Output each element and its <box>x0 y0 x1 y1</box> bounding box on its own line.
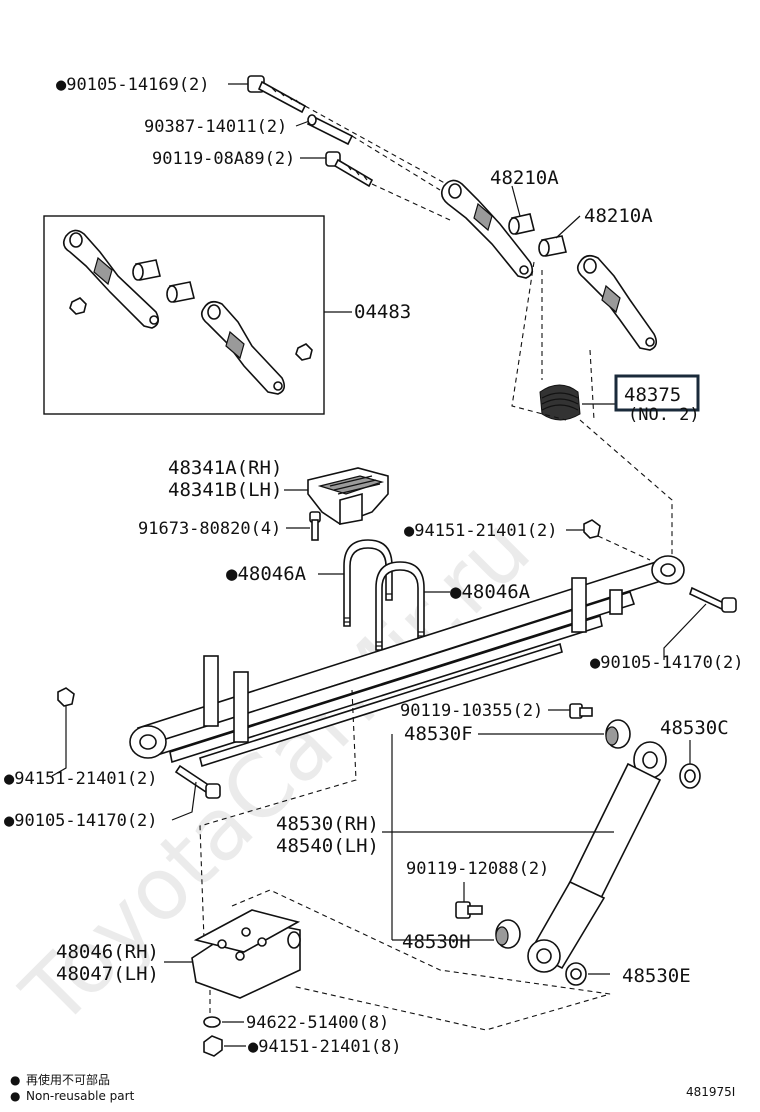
washer-94622-51400[interactable] <box>203 1016 244 1028</box>
kit-nut-b[interactable] <box>295 343 313 361</box>
diagram-code: 481975I <box>686 1085 735 1099</box>
legend-text-cn: 再使用不可部品 <box>26 1072 110 1087</box>
kit-box-04483 <box>43 215 325 415</box>
highlight-box-48375 <box>614 374 700 412</box>
bushing-48530H[interactable] <box>495 919 521 949</box>
label-90105-14169[interactable]: ●90105-14169(2) <box>56 75 210 95</box>
label-48530C[interactable]: 48530C <box>660 717 729 739</box>
label-90105-14170-right[interactable]: ●90105-14170(2) <box>590 653 744 673</box>
kit-shackle-right[interactable] <box>200 300 286 395</box>
label-48341A[interactable]: 48341A(RH) <box>168 457 282 479</box>
legend-symbol-en: ● <box>10 1089 20 1103</box>
kit-bushing-a[interactable] <box>132 259 161 281</box>
shackle-48210A-left[interactable] <box>440 179 534 279</box>
bolt-90105-14169[interactable] <box>228 75 307 114</box>
bushing-48210A-b[interactable] <box>538 235 567 257</box>
kit-shackle-left[interactable] <box>62 229 160 329</box>
label-48375-note: (NO. 2) <box>628 405 700 425</box>
label-90119-08A89[interactable]: 90119-08A89(2) <box>152 149 295 169</box>
sleeve-90387-14011[interactable] <box>295 114 354 146</box>
label-48046-rh[interactable]: 48046(RH) <box>56 941 159 963</box>
label-48210A-top[interactable]: 48210A <box>490 167 559 189</box>
shackle-48210A-right[interactable] <box>576 254 658 351</box>
label-48341B[interactable]: 48341B(LH) <box>168 479 282 501</box>
label-90119-10355[interactable]: 90119-10355(2) <box>400 701 543 721</box>
bushing-48210A-a[interactable] <box>508 213 535 235</box>
nut-94151-21401-bottom[interactable] <box>203 1035 246 1057</box>
label-90387-14011[interactable]: 90387-14011(2) <box>144 117 287 137</box>
label-91673-80820[interactable]: 91673-80820(4) <box>138 519 281 539</box>
shock-absorber-48530[interactable] <box>527 741 667 973</box>
label-48530H[interactable]: 48530H <box>402 931 471 953</box>
bushing-48530F[interactable] <box>605 719 631 749</box>
bolt-91673-80820[interactable] <box>286 511 321 541</box>
label-94151-21401-top[interactable]: ●94151-21401(2) <box>404 521 558 541</box>
label-48530-rh[interactable]: 48530(RH) <box>276 813 379 835</box>
u-bolt-48046A-left[interactable] <box>343 539 393 627</box>
washer-48530C[interactable] <box>679 763 701 789</box>
label-48046A-left[interactable]: ●48046A <box>226 563 307 585</box>
label-48210A-right[interactable]: 48210A <box>584 205 653 227</box>
label-48047-lh[interactable]: 48047(LH) <box>56 963 159 985</box>
legend-text-en: Non-reusable part <box>26 1089 135 1103</box>
label-94151-21401-bottom[interactable]: ●94151-21401(8) <box>248 1037 402 1057</box>
kit-bushing-b[interactable] <box>166 281 195 303</box>
label-94622-51400[interactable]: 94622-51400(8) <box>246 1013 389 1033</box>
label-90105-14170-left[interactable]: ●90105-14170(2) <box>4 811 158 831</box>
kit-nut-a[interactable] <box>69 297 87 315</box>
leaf-spring[interactable] <box>129 555 685 768</box>
bolt-90105-14170-left[interactable] <box>174 764 221 799</box>
label-48530F[interactable]: 48530F <box>404 723 473 745</box>
bolt-90119-10355[interactable] <box>548 703 593 719</box>
bolt-90119-08A89[interactable] <box>300 151 374 188</box>
label-90119-12088[interactable]: 90119-12088(2) <box>406 859 549 879</box>
nut-94151-21401-left[interactable] <box>57 687 75 707</box>
bolt-90105-14170-right[interactable] <box>689 586 737 613</box>
label-04483[interactable]: 04483 <box>354 301 411 323</box>
label-48540-lh[interactable]: 48540(LH) <box>276 835 379 857</box>
spring-seat-48341[interactable] <box>307 467 389 525</box>
label-48046A-right[interactable]: ●48046A <box>450 581 531 603</box>
bump-stopper-48375[interactable] <box>539 384 581 421</box>
label-48375[interactable]: 48375 <box>624 384 681 406</box>
washer-48530E[interactable] <box>565 962 587 986</box>
nut-94151-21401-top[interactable] <box>566 519 601 539</box>
label-94151-21401-left[interactable]: ●94151-21401(2) <box>4 769 158 789</box>
label-48530E[interactable]: 48530E <box>622 965 691 987</box>
spring-plate-48046[interactable] <box>191 909 301 999</box>
bolt-90119-12088[interactable] <box>455 901 483 919</box>
legend-symbol-cn: ● <box>10 1073 20 1087</box>
